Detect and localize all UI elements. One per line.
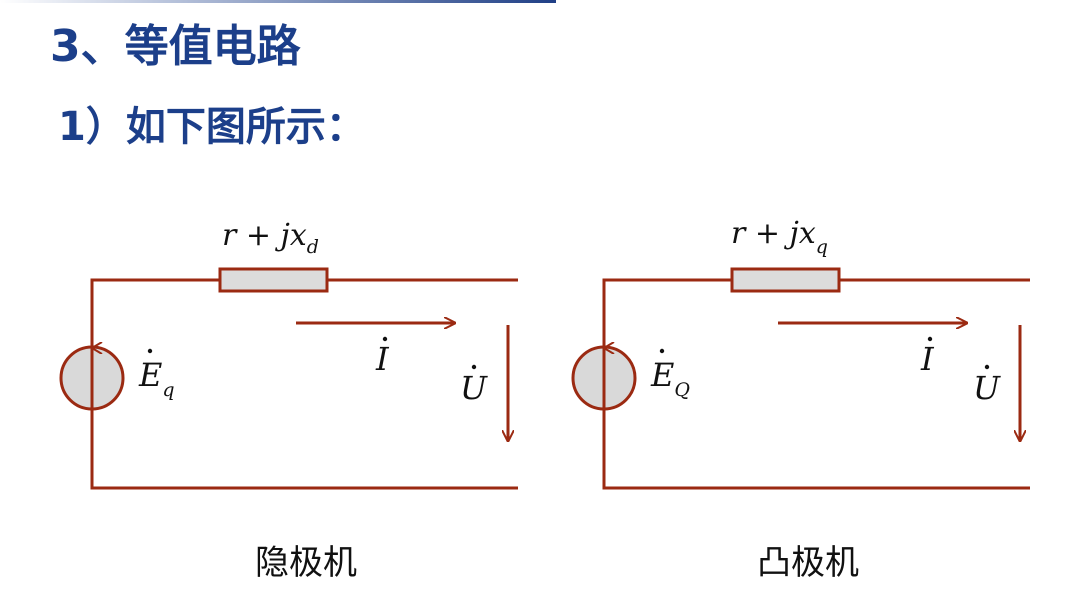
header-accent-bar — [0, 0, 556, 3]
emf-phasor-dot — [659, 348, 665, 354]
current-phasor-dot — [927, 336, 933, 342]
current-label: I — [920, 340, 935, 378]
caption-nonsalient-machine: 隐极机 — [255, 543, 357, 583]
slide-title: 3、等值电路 — [50, 21, 301, 72]
emf-label: EQ — [650, 356, 690, 401]
impedance-resistor — [730, 267, 841, 293]
circuit-salient: r + jxq EQ I U — [571, 216, 1030, 490]
voltage-label: U — [460, 369, 488, 407]
slide-subtitle: 1）如下图所示： — [58, 104, 366, 150]
impedance-label: r + jxd — [222, 218, 319, 258]
current-label: I — [375, 340, 390, 378]
current-phasor-dot — [382, 336, 388, 342]
voltage-label: U — [973, 369, 1001, 407]
impedance-resistor — [218, 267, 329, 293]
caption-salient-machine: 凸极机 — [757, 543, 859, 583]
voltage-phasor-dot — [471, 364, 477, 370]
impedance-label: r + jxq — [731, 216, 828, 258]
emf-label: Eq — [138, 356, 175, 401]
circuit-nonsalient: r + jxd Eq I U — [59, 218, 518, 490]
emf-phasor-dot — [147, 348, 153, 354]
voltage-phasor-dot — [984, 364, 990, 370]
